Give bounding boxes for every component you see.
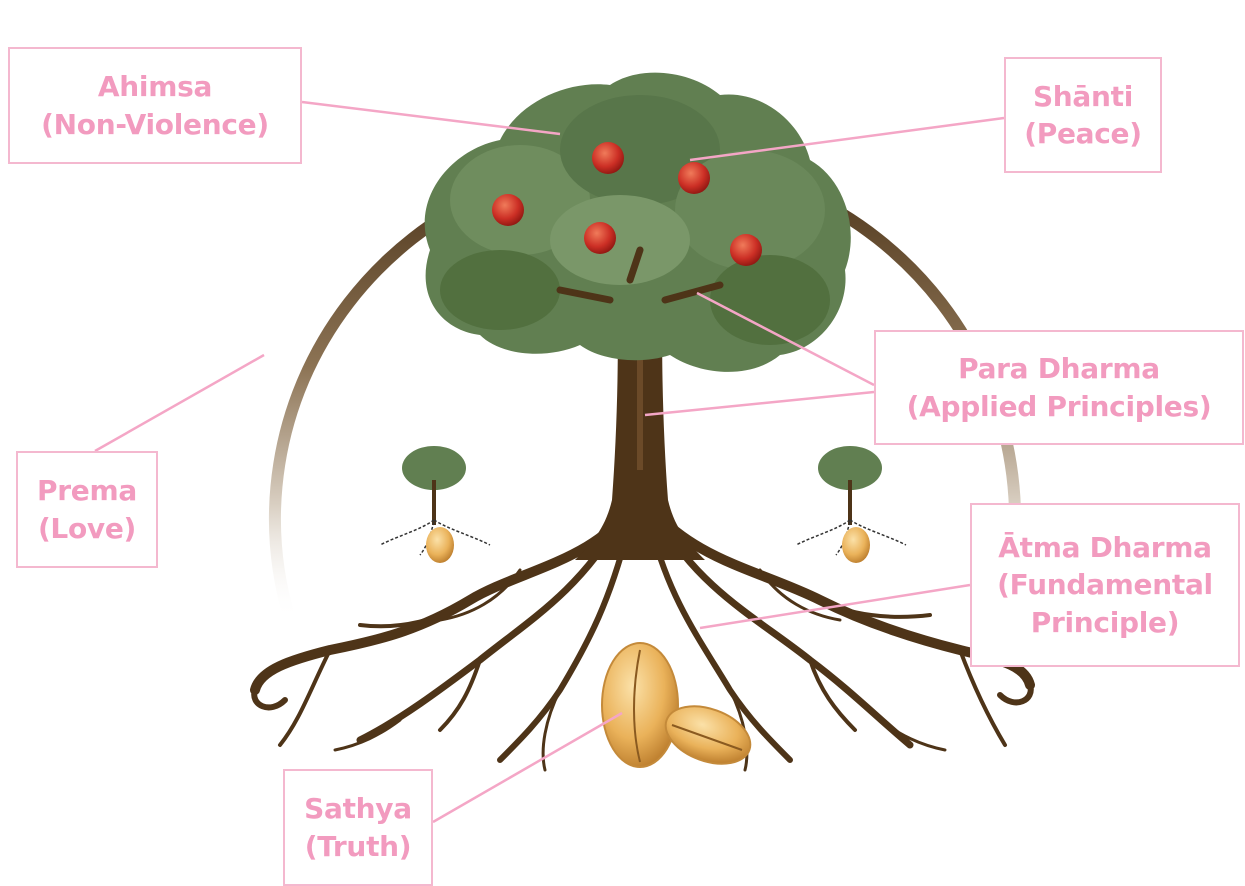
label-shanti: Shānti (Peace) (1004, 57, 1162, 173)
label-atma-dharma: Ātma Dharma (Fundamental Principle) (970, 503, 1240, 667)
seed-icon (426, 527, 454, 563)
label-para-dharma: Para Dharma (Applied Principles) (874, 330, 1244, 445)
label-ahimsa-subtitle: (Non-Violence) (41, 106, 269, 143)
label-sathya: Sathya (Truth) (283, 769, 433, 886)
label-shanti-title: Shānti (1033, 78, 1133, 115)
label-sathya-title: Sathya (304, 790, 412, 827)
label-ahimsa-title: Ahimsa (98, 68, 212, 105)
seed-icon (842, 527, 870, 563)
label-para-dharma-subtitle: (Applied Principles) (907, 388, 1212, 425)
fruit-icon (584, 222, 616, 254)
label-sathya-subtitle: (Truth) (305, 828, 412, 865)
label-prema-title: Prema (37, 472, 137, 509)
label-shanti-subtitle: (Peace) (1024, 115, 1142, 152)
leader-prema (95, 355, 264, 451)
fruit-icon (592, 142, 624, 174)
fruit-icon (678, 162, 710, 194)
label-prema-subtitle: (Love) (38, 510, 136, 547)
label-prema: Prema (Love) (16, 451, 158, 568)
leader-para-trunk (645, 392, 874, 415)
sapling-right (796, 446, 906, 563)
label-ahimsa: Ahimsa (Non-Violence) (8, 47, 302, 164)
label-atma-dharma-subtitle-2: Principle) (1031, 604, 1180, 641)
fruit-icon (730, 234, 762, 266)
label-para-dharma-title: Para Dharma (958, 350, 1160, 387)
label-atma-dharma-subtitle-1: (Fundamental (997, 566, 1213, 603)
label-atma-dharma-title: Ātma Dharma (998, 529, 1212, 566)
foliage (425, 73, 851, 372)
fruit-icon (492, 194, 524, 226)
main-seed (602, 643, 758, 774)
sapling-left (380, 446, 490, 563)
